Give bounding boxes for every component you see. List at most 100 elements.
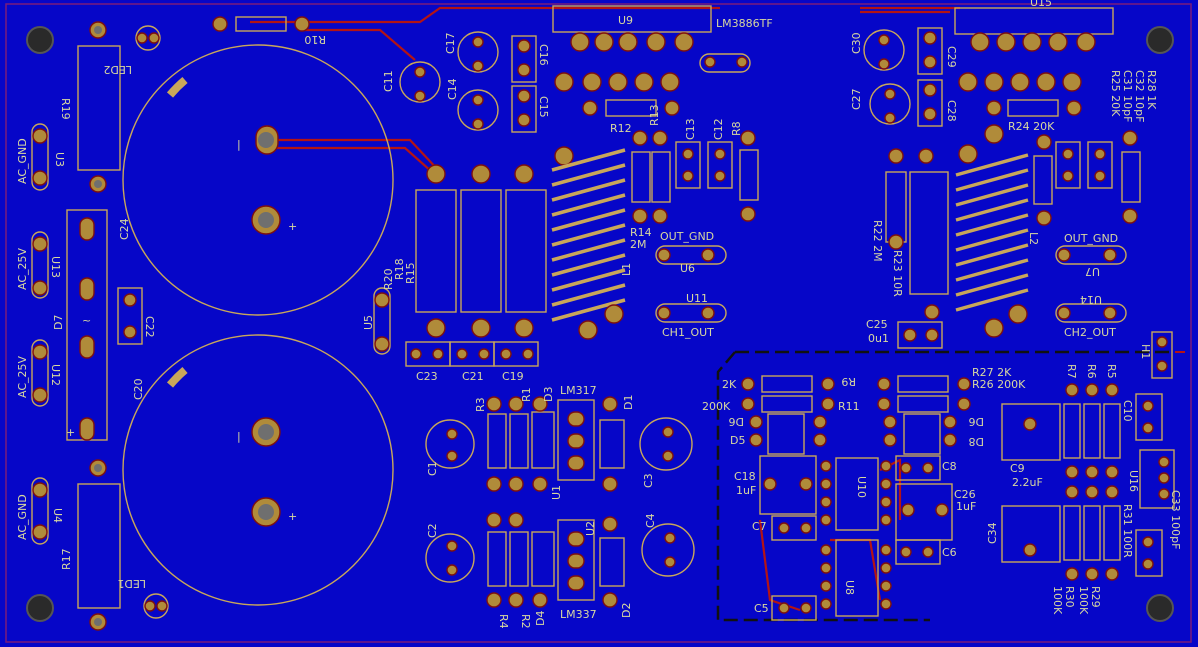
label-r17: R17 <box>60 548 73 570</box>
label-d3: D3 <box>542 387 555 402</box>
led2-footprint <box>135 25 161 51</box>
svg-text:|: | <box>237 430 241 443</box>
silkscreen-labels: LED2 R10 R19 U3 AC_GND C24 AC_25V U13 D7… <box>16 0 1182 629</box>
label-d8: D8 <box>969 435 984 448</box>
label-r15: R15 <box>404 262 417 284</box>
label-ch2-out: CH2_OUT <box>1064 326 1116 339</box>
label-c28: C28 <box>945 100 958 122</box>
label-c9-val: 2.2uF <box>1012 476 1043 489</box>
label-c8: C8 <box>942 460 957 473</box>
label-out-gnd-1: OUT_GND <box>660 230 714 243</box>
label-l1: L1 <box>620 263 633 276</box>
amp1-resistors <box>582 99 759 224</box>
label-r2: R2 <box>519 614 532 629</box>
label-r23: R23 10R <box>891 250 904 297</box>
label-c26-val: 1uF <box>956 500 976 513</box>
bridge-rectifier-d7: ~ + <box>66 209 108 441</box>
label-u8: U8 <box>843 580 856 595</box>
label-r4: R4 <box>497 614 510 629</box>
label-u13: U13 <box>49 256 62 278</box>
resistor-r10-outline <box>212 16 310 32</box>
label-r20: R20 <box>382 268 395 290</box>
label-c32: C32 10pF <box>1133 70 1146 122</box>
input-section <box>1001 383 1175 581</box>
label-u2: U2 <box>584 521 597 536</box>
svg-text:+: + <box>288 220 297 233</box>
label-r10: R10 <box>304 33 326 46</box>
ic-u9-lm3886 <box>552 5 751 92</box>
label-c2: C2 <box>426 523 439 538</box>
label-r1: R1 <box>520 387 533 402</box>
label-u16: U16 <box>1127 470 1140 492</box>
label-r24: R24 20K <box>1008 120 1055 133</box>
label-c17: C17 <box>444 32 457 54</box>
label-lm317: LM317 <box>560 384 597 397</box>
label-c31: C31 10pF <box>1121 70 1134 122</box>
label-c23: C23 <box>416 370 438 383</box>
label-r7: R7 <box>1065 364 1078 379</box>
label-u3: U3 <box>53 152 66 167</box>
label-c18-val: 1uF <box>736 484 756 497</box>
label-c6: C6 <box>942 546 957 559</box>
svg-text:~: ~ <box>82 314 91 327</box>
svg-text:+: + <box>288 510 297 523</box>
label-ch1-out: CH1_OUT <box>662 326 714 339</box>
label-d7: D7 <box>52 315 65 330</box>
label-c11: C11 <box>382 70 395 92</box>
capacitor-c22-outline <box>117 287 143 345</box>
mounting-holes <box>26 26 1174 622</box>
resistor-r19-outline <box>77 21 121 193</box>
label-c16: C16 <box>537 44 550 66</box>
label-u9: U9 <box>618 14 633 27</box>
label-d2: D2 <box>620 603 633 618</box>
label-c27: C27 <box>850 88 863 110</box>
preamp-section <box>741 375 971 621</box>
label-d1: D1 <box>622 395 635 410</box>
amp2-components <box>885 130 1173 379</box>
label-u11: U11 <box>686 292 708 305</box>
led1-footprint <box>143 593 169 619</box>
label-u12: U12 <box>49 364 62 386</box>
label-u15: U15 <box>1030 0 1052 9</box>
label-r6: R6 <box>1085 364 1098 379</box>
output-terminals-ch1 <box>604 245 727 324</box>
label-c7: C7 <box>752 520 767 533</box>
label-c19: C19 <box>502 370 524 383</box>
label-r29: R29100K <box>1077 586 1102 615</box>
resistor-block-r15-r20 <box>373 164 547 367</box>
label-r13: R13 <box>648 104 661 126</box>
svg-text:+: + <box>66 426 75 439</box>
label-c30: C30 <box>850 32 863 54</box>
label-c21: C21 <box>462 370 484 383</box>
regulator-section <box>425 396 695 608</box>
label-r12: R12 <box>610 122 632 135</box>
label-r25: R25 20K <box>1109 70 1122 117</box>
label-r11-val: 200K <box>702 400 731 413</box>
label-out-gnd-2: OUT_GND <box>1064 232 1118 245</box>
svg-text:|: | <box>237 138 241 151</box>
board-outline <box>5 3 1192 643</box>
label-u14: U14 <box>1080 293 1102 306</box>
label-c3: C3 <box>642 473 655 488</box>
label-d6-right: D6 <box>969 415 984 428</box>
label-r28: R28 1K <box>1145 70 1158 110</box>
label-u7: U7 <box>1085 265 1100 278</box>
label-u6: U6 <box>680 262 695 275</box>
label-c5: C5 <box>754 602 769 615</box>
label-ac-gnd-top: AC_GND <box>16 138 29 184</box>
label-ac-25v-top: AC_25V <box>16 247 29 290</box>
label-r19: R19 <box>59 98 72 120</box>
copper-traces <box>250 6 1185 622</box>
inductor-l1 <box>551 146 626 340</box>
ac-connectors <box>31 123 49 545</box>
label-u1: U1 <box>550 485 563 500</box>
label-r9: R9 <box>841 375 856 388</box>
label-c1: C1 <box>426 461 439 476</box>
label-h1: H1 <box>1139 344 1152 359</box>
label-d4: D4 <box>534 611 547 626</box>
label-c15: C15 <box>537 96 550 118</box>
label-u4: U4 <box>51 508 64 523</box>
capacitor-c24: | + <box>122 44 394 316</box>
